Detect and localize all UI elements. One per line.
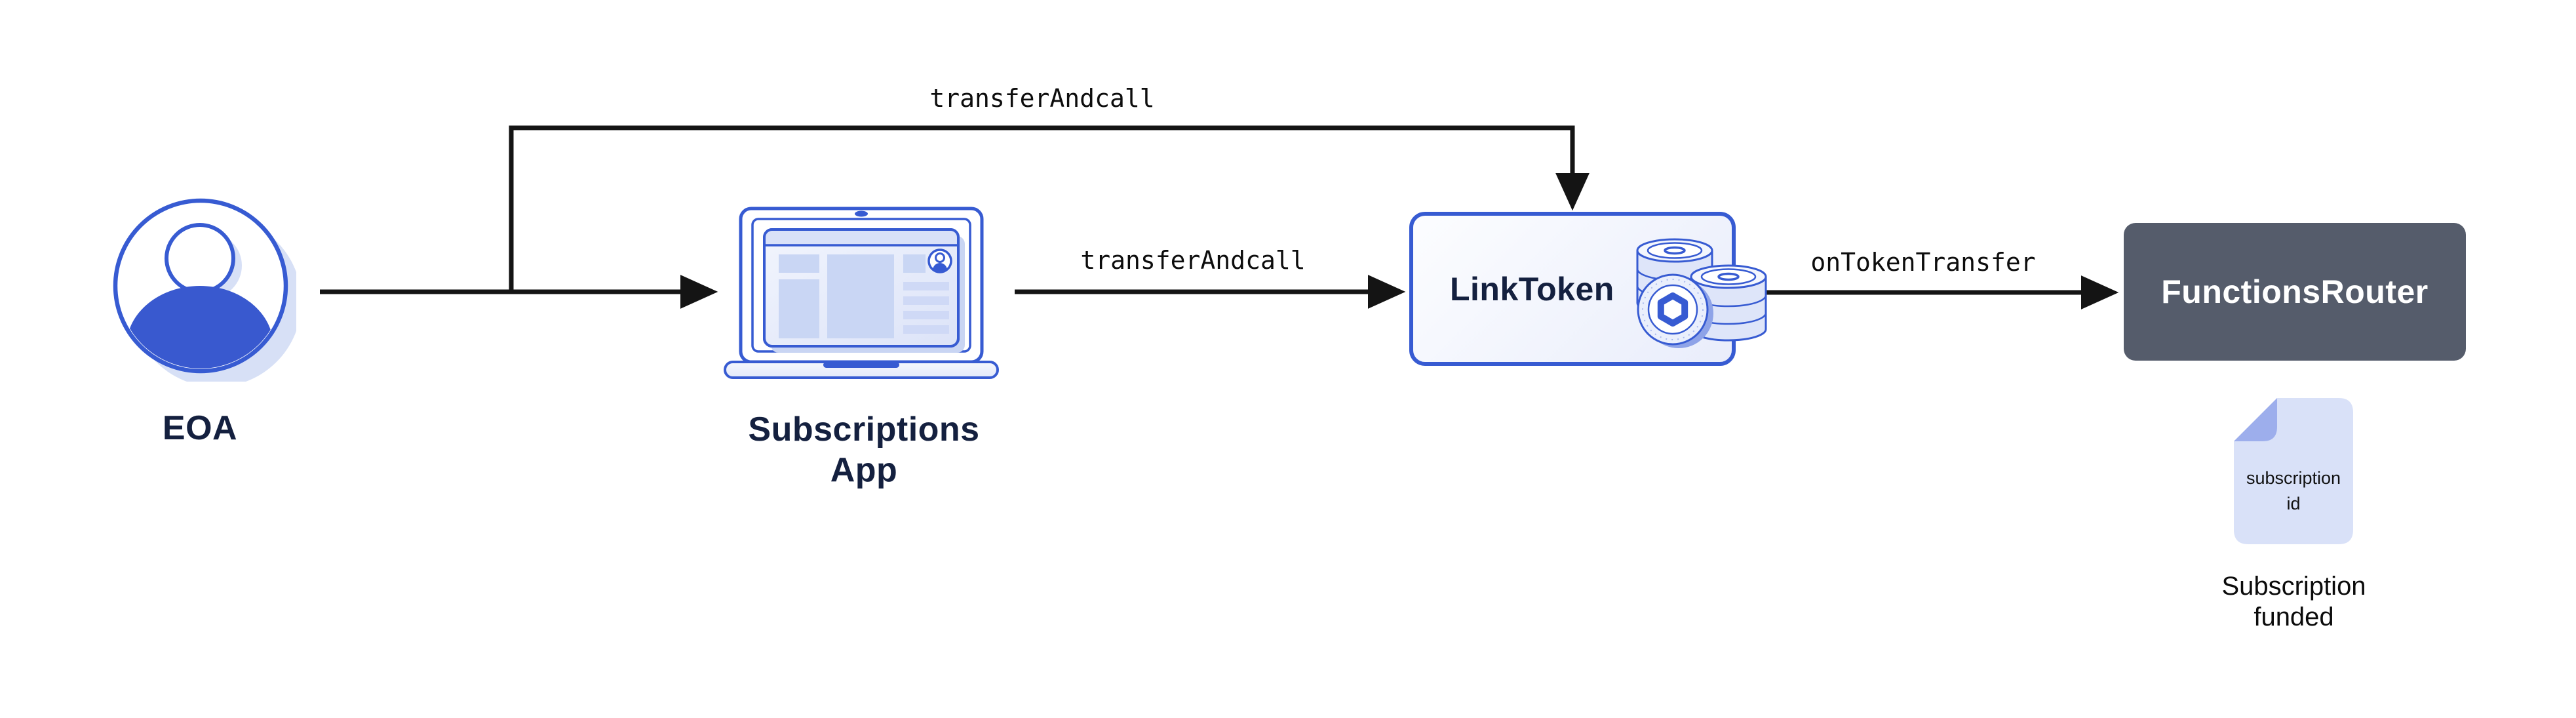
edge-label-ontokentransfer: onTokenTransfer: [1810, 248, 2036, 277]
linktoken-label: LinkToken: [1450, 270, 1614, 308]
laptop-browser-icon: [724, 207, 999, 379]
edge-eoa-to-linktoken-arrow: [509, 125, 1590, 292]
subscription-funded-line2: funded: [2254, 603, 2334, 631]
subscription-funded-line1: Subscription: [2221, 572, 2366, 601]
document-icon: [2234, 398, 2353, 544]
functions-router-node: FunctionsRouter: [2124, 223, 2466, 361]
edge-label-transferandcall-mid: transferAndcall: [1080, 246, 1306, 275]
subscription-funded-caption: Subscription funded: [2181, 571, 2407, 633]
link-coin-stack-icon: [1636, 238, 1767, 348]
functions-router-label: FunctionsRouter: [2161, 273, 2429, 310]
subscription-id-text: subscription id: [2234, 466, 2353, 517]
chainlink-hexagon-icon: [1657, 292, 1688, 327]
edge-label-transferandcall-top: transferAndcall: [929, 84, 1155, 113]
eoa-label: EOA: [162, 409, 238, 447]
subscription-id-line2: id: [2286, 494, 2301, 513]
subscriptions-app-label: Subscriptions App: [748, 410, 980, 489]
subscription-id-line1: subscription: [2246, 468, 2341, 488]
document-fold-corner: [2234, 398, 2277, 441]
user-avatar-icon: [113, 198, 296, 382]
